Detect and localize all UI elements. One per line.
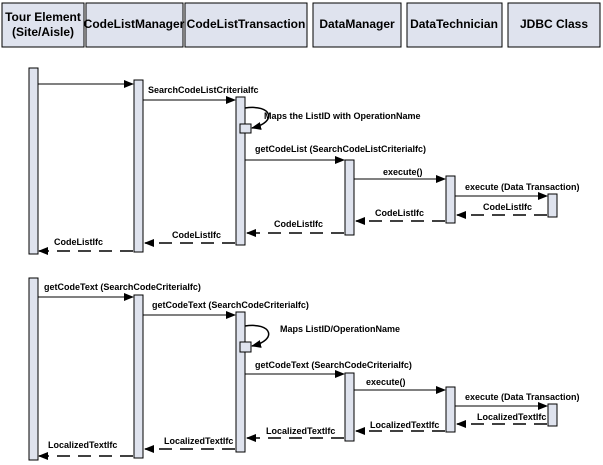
lifeline-header-datamanager: DataManager (312, 2, 402, 48)
message-label: getCodeText (SearchCodeCriteriaIfc) (44, 282, 201, 292)
activation-bar (547, 193, 558, 218)
message-label: getCodeText (SearchCodeCriteriaIfc) (152, 300, 309, 310)
activation-bar (547, 403, 558, 427)
activation-bar (445, 175, 456, 224)
self-call-note: Maps ListID/OperationName (280, 324, 400, 334)
lifeline-subtitle: (Site/Aisle) (12, 25, 74, 39)
self-call-note: Maps the ListID with OperationName (264, 111, 421, 121)
sequence-1: SearchCodeListCriteriaIfc Maps the ListI… (28, 67, 580, 255)
message-label: execute() (366, 377, 406, 387)
lifeline-title: Tour Element (5, 10, 81, 24)
message-label: getCodeList (SearchCodeListCriteriaIfc) (255, 144, 426, 154)
return-label: CodeListIfc (172, 230, 221, 240)
lifeline-title: DataManager (319, 17, 395, 31)
message-label: getCodeText (SearchCodeCriteriaIfc) (255, 360, 412, 370)
self-call-arrow (244, 106, 270, 130)
activation-bar (28, 277, 39, 461)
self-call-box (239, 341, 252, 353)
activation-bar (344, 372, 355, 442)
lifeline-title: CodeListManager (84, 17, 185, 31)
lifeline-title: JDBC Class (520, 17, 588, 31)
return-label: LocalizedTextIfc (266, 426, 335, 436)
return-label: LocalizedTextIfc (370, 420, 439, 430)
activation-bar (133, 294, 144, 459)
return-label: CodeListIfc (54, 237, 103, 247)
message-label: execute() (383, 167, 423, 177)
lifeline-header-codelistmanager: CodeListManager (84, 2, 185, 48)
message-label: SearchCodeListCriteriaIfc (148, 85, 259, 95)
activation-bar (344, 159, 355, 236)
activation-bar (133, 79, 144, 253)
return-label: LocalizedTextIfc (477, 412, 546, 422)
message-label: execute (Data Transaction) (465, 392, 580, 402)
return-label: LocalizedTextIfc (48, 440, 117, 450)
sequence-2: getCodeText (SearchCodeCriteriaIfc) getC… (28, 277, 580, 461)
lifeline-title: DataTechnician (410, 17, 498, 31)
message-label: execute (Data Transaction) (465, 182, 580, 192)
lifeline-title: CodeListTransaction (187, 17, 306, 31)
lifeline-header-tour-element: Tour Element (Site/Aisle) (1, 2, 85, 48)
lifeline-header-jdbc-class: JDBC Class (507, 2, 601, 48)
return-label: CodeListIfc (483, 202, 532, 212)
activation-bar (235, 96, 246, 246)
return-label: CodeListIfc (375, 208, 424, 218)
self-call-box (239, 123, 252, 134)
activation-bar (28, 67, 39, 255)
return-label: CodeListIfc (274, 219, 323, 229)
lifeline-header-codelisttransaction: CodeListTransaction (184, 2, 308, 48)
self-call-arrow (244, 324, 270, 348)
lifeline-header-datatechnician: DataTechnician (406, 2, 503, 48)
return-label: LocalizedTextIfc (164, 436, 233, 446)
activation-bar (235, 311, 246, 453)
activation-bar (445, 386, 456, 433)
